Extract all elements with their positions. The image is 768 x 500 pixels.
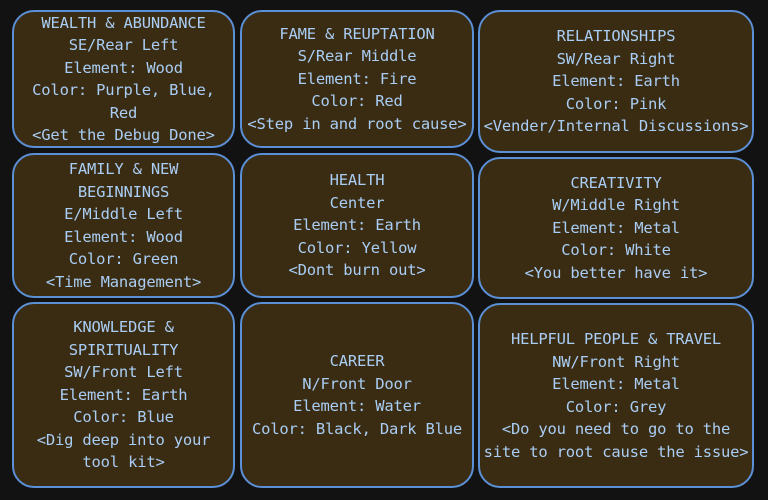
card-health: HEALTH Center Element: Earth Color: Yell…: [240, 153, 474, 298]
card-element: Element: Earth: [552, 72, 680, 91]
card-title-line2: BEGINNINGS: [77, 182, 170, 201]
card-direction: S/Rear Middle: [297, 47, 417, 66]
card-element: Element: Water: [293, 397, 421, 415]
card-note: <Vender/Internal Discussions>: [483, 117, 749, 136]
card-wealth-abundance: WEALTH & ABUNDANCE SE/Rear Left Element:…: [12, 10, 235, 148]
card-note: <Dont burn out>: [288, 261, 426, 280]
card-color: Color: Red: [311, 92, 403, 111]
card-title: HEALTH: [329, 171, 385, 190]
card-color: Color: Grey: [565, 397, 667, 416]
card-helpful-people-travel: HELPFUL PEOPLE & TRAVEL NW/Front Right E…: [478, 303, 754, 488]
card-direction: SW/Rear Right: [556, 49, 676, 68]
card-title: WEALTH & ABUNDANCE: [41, 13, 206, 32]
card-title: CAREER: [329, 352, 385, 370]
card-title: KNOWLEDGE &: [73, 318, 174, 337]
card-title-line2: SPIRITUALITY: [68, 340, 179, 359]
card-color: Color: Blue: [73, 408, 174, 427]
card-color: Color: Black, Dark Blue: [251, 419, 463, 438]
card-knowledge-spirituality: KNOWLEDGE & SPIRITUALITY SW/Front Left E…: [12, 302, 235, 488]
card-direction: SW/Front Left: [64, 363, 183, 382]
card-element: Element: Fire: [297, 69, 417, 88]
card-color: Color: White: [561, 241, 671, 260]
card-title: FAME & REUPTATION: [279, 24, 435, 43]
card-color: Color: Yellow: [297, 238, 417, 257]
card-element: Element: Earth: [59, 385, 188, 404]
card-element: Element: Metal: [552, 218, 680, 237]
card-note: <Dig deep into your: [36, 430, 211, 449]
card-direction: Center: [329, 193, 385, 212]
card-direction: N/Front Door: [302, 374, 412, 393]
card-title: HELPFUL PEOPLE & TRAVEL: [510, 330, 722, 348]
card-color: Color: Pink: [565, 94, 667, 113]
card-color: Color: Green: [68, 250, 179, 268]
card-career: CAREER N/Front Door Element: Water Color…: [240, 302, 474, 488]
card-title: CREATIVITY: [570, 173, 662, 192]
card-family-new-beginnings: FAMILY & NEW BEGINNINGS E/Middle Left El…: [12, 153, 235, 298]
card-title: RELATIONSHIPS: [556, 27, 676, 46]
card-direction: W/Middle Right: [552, 196, 680, 215]
card-note: <You better have it>: [524, 263, 708, 282]
card-title: FAMILY & NEW: [68, 160, 179, 178]
card-element: Element: Metal: [552, 375, 680, 393]
card-direction: NW/Front Right: [552, 352, 680, 371]
card-element: Element: Wood: [64, 227, 183, 246]
card-note: <Get the Debug Done>: [32, 126, 215, 144]
card-element: Element: Wood: [64, 58, 183, 77]
card-note-line2: tool kit>: [82, 453, 165, 472]
card-color: Color: Purple, Blue, Red: [32, 81, 215, 122]
card-element: Element: Earth: [293, 216, 421, 235]
card-direction: E/Middle Left: [64, 205, 183, 223]
card-creativity: CREATIVITY W/Middle Right Element: Metal…: [478, 157, 754, 299]
card-direction: SE/Rear Left: [68, 36, 179, 54]
card-relationships: RELATIONSHIPS SW/Rear Right Element: Ear…: [478, 10, 754, 153]
card-fame-reputation: FAME & REUPTATION S/Rear Middle Element:…: [240, 10, 474, 148]
card-note-line2: site to root cause the issue>: [483, 442, 749, 461]
card-note: <Step in and root cause>: [247, 114, 467, 133]
card-note: <Time Management>: [45, 272, 202, 291]
card-note: <Do you need to go to the: [501, 420, 731, 438]
